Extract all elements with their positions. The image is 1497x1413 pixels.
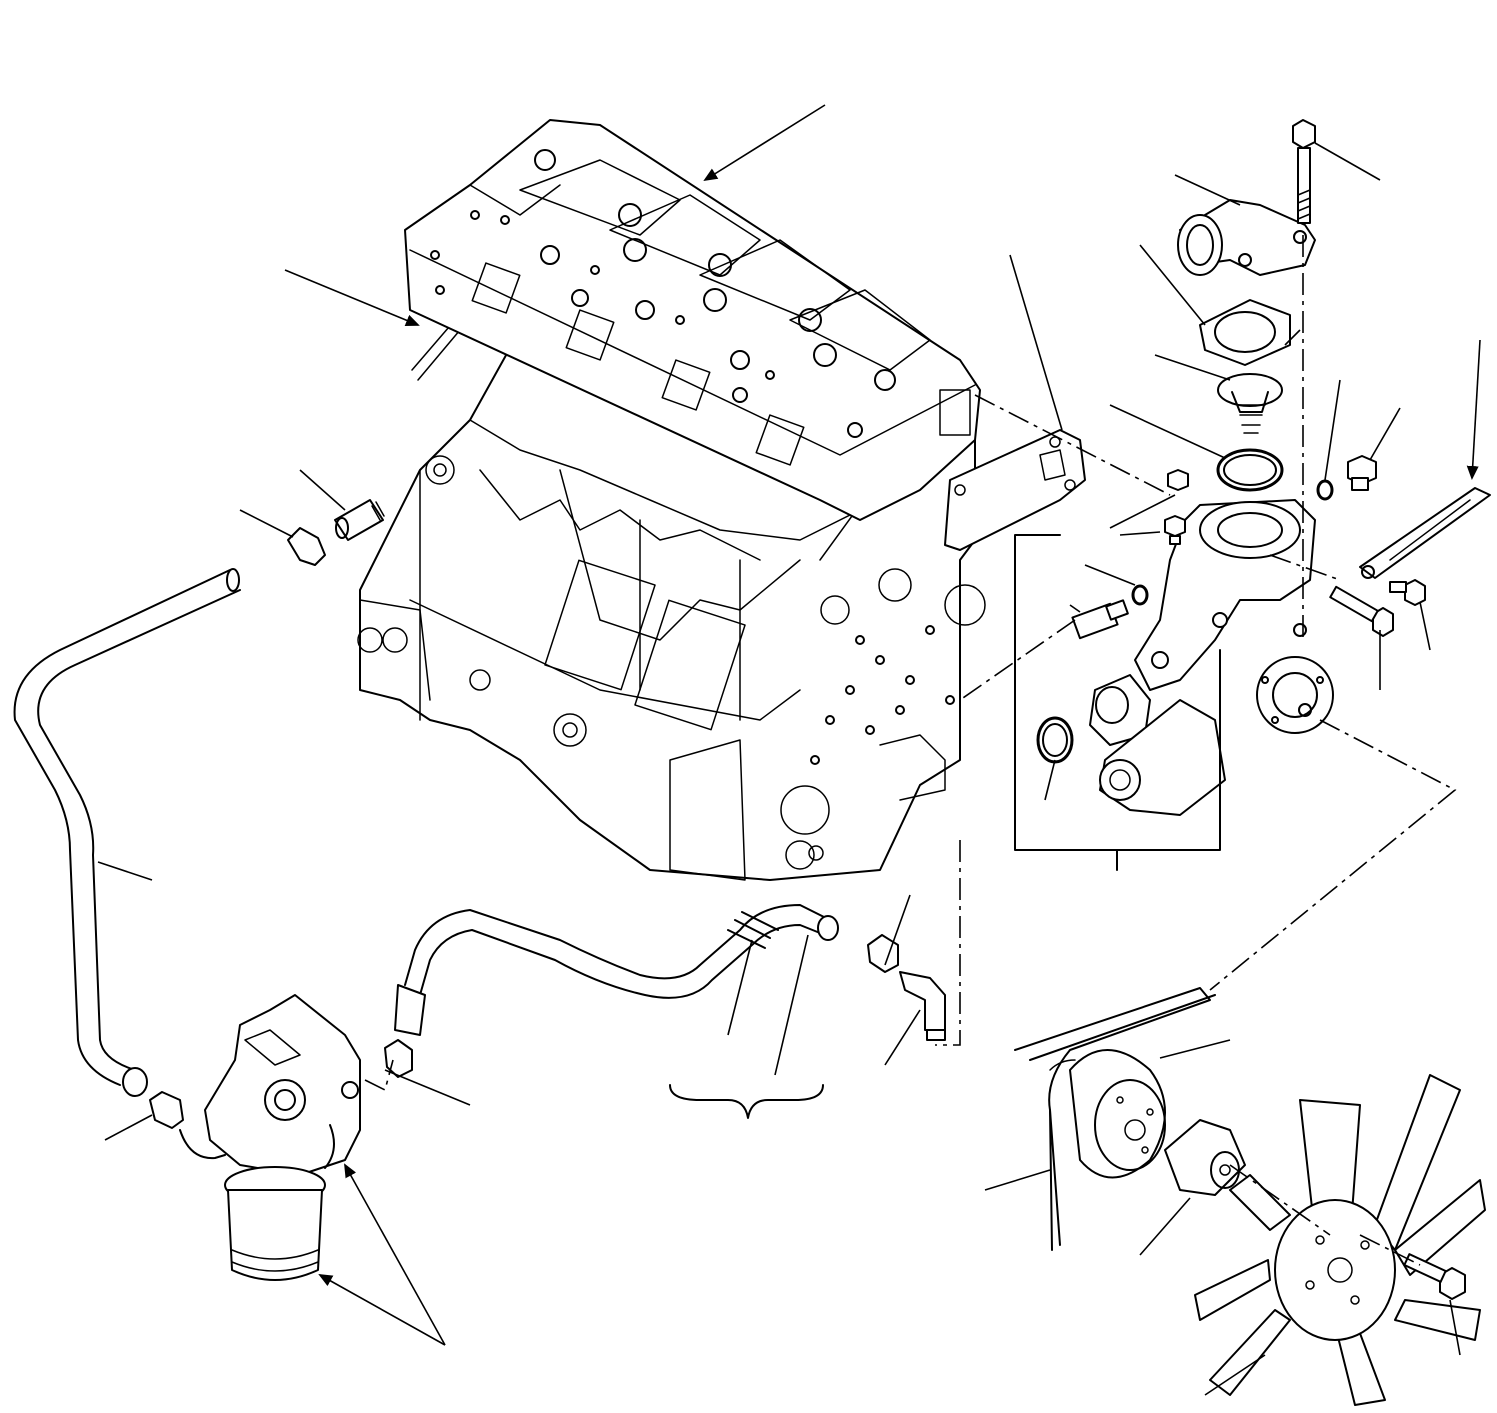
water-hose-left	[13, 568, 241, 1097]
fan-pulley	[1069, 1049, 1166, 1179]
cylinder-block	[357, 329, 986, 881]
drain-plug	[1164, 455, 1377, 545]
oil-filter-cartridge	[224, 1166, 326, 1281]
thermostat-cover	[1177, 199, 1316, 276]
water-pump-gasket	[944, 429, 1086, 551]
thermostat	[1217, 373, 1283, 434]
hose-fitting	[334, 499, 385, 541]
leader-lines	[97, 142, 1461, 1396]
elbow-fitting	[899, 971, 946, 1041]
center-lines	[364, 235, 1457, 1266]
v-belt	[1014, 987, 1216, 1251]
oil-filter-housing	[179, 994, 361, 1176]
hose-group-brace	[669, 1084, 824, 1119]
fan-bolt	[1403, 1253, 1466, 1300]
water-pump	[1089, 499, 1334, 816]
bracket-bolt	[1329, 579, 1426, 637]
water-hose-center	[394, 904, 839, 1036]
cooling-fan	[1194, 1074, 1486, 1406]
spacer	[1164, 1119, 1246, 1196]
pump-group-bracket	[1014, 534, 1221, 851]
adjusting-bracket	[1359, 487, 1491, 579]
sealing-washer	[1131, 479, 1334, 606]
reference-arrows	[284, 104, 1481, 1346]
cylinder-head	[404, 119, 981, 521]
pump-o-ring	[1036, 716, 1074, 764]
thermostat-cover-gasket	[1199, 299, 1291, 366]
thermostat-cover-bolt	[1292, 119, 1316, 224]
thermostat-o-ring	[1216, 448, 1284, 492]
temperature-sender	[1071, 599, 1129, 640]
